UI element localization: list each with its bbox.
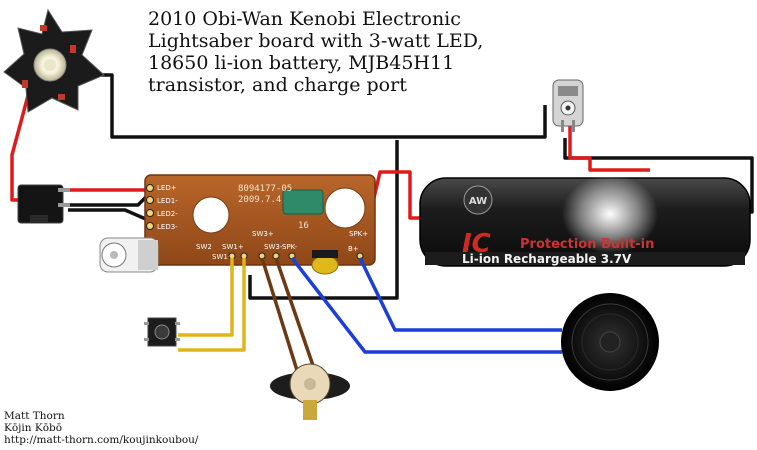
transistor-mjb45h11 [17, 184, 70, 224]
title-line-1: 2010 Obi-Wan Kenobi Electronic [148, 8, 461, 30]
pad-sw2: SW2 [196, 243, 212, 251]
battery-spec: Li-ion Rechargeable 3.7V [462, 252, 632, 266]
sound-switch [270, 363, 350, 420]
pad-spk-minus: SPK- [282, 243, 298, 251]
dc-jack [99, 237, 159, 273]
wire-switch-a [178, 258, 234, 337]
board-model: 8094177-05 [238, 184, 292, 194]
yellow-wires [178, 258, 246, 352]
battery-18650: AW IC Protection Built-in Li-ion Recharg… [419, 174, 751, 267]
pad-led1: LED1- [157, 197, 178, 205]
pad-bat-plus: B+ [348, 245, 359, 253]
pad-sw3-plus: SW3+ [252, 230, 274, 238]
wire-switch-b [178, 258, 246, 352]
title-line-3: 18650 li-ion battery, MJB45H11 [148, 52, 455, 74]
wire-transistor-led1 [68, 193, 150, 207]
diagram-title: 2010 Obi-Wan Kenobi Electronic Lightsabe… [148, 8, 528, 96]
pcb-chip [324, 187, 366, 229]
battery-ic: IC [462, 229, 491, 259]
pad-sw1-plus: SW1+ [222, 243, 244, 251]
star-led [3, 8, 105, 113]
pad-spk-plus: SPK+ [349, 230, 368, 238]
wire-sound-b [274, 257, 320, 381]
lightsaber-pcb: 16 8094177-05 2009.7.4 LED+ LED1- LED2- … [144, 174, 376, 275]
pad-led3: LED3- [157, 223, 178, 231]
blue-wires [290, 256, 562, 354]
capacitor-label: 16 [298, 221, 309, 231]
wire-port-to-battery [568, 126, 650, 172]
pad-sw1-minus: SW1- [212, 253, 231, 261]
speaker [561, 293, 659, 391]
battery-protection: Protection Built-in [520, 237, 654, 252]
pcb-yellow-cap [311, 255, 339, 275]
wire-speaker-minus [290, 256, 562, 354]
charge-port [552, 79, 584, 132]
wire-transistor-led2 [68, 208, 149, 222]
battery-brand: AW [469, 196, 487, 207]
pcb-capacitor [282, 189, 324, 215]
wire-speaker-plus [358, 257, 562, 332]
author-credit: Matt Thorn Kōjin Kōbō http://matt-thorn.… [4, 410, 198, 446]
wire-sound-a [260, 257, 302, 381]
board-date: 2009.7.4 [238, 195, 281, 205]
title-line-2: Lightsaber board with 3-watt LED, [148, 30, 484, 52]
led-pads: LED+ LED1- LED2- LED3- [146, 184, 178, 231]
pcb-mount-hole [192, 196, 230, 234]
brown-wires [260, 257, 320, 381]
credit-url: http://matt-thorn.com/koujinkoubou/ [4, 434, 199, 446]
pad-sw3-minus: SW3- [264, 243, 283, 251]
title-line-4: transistor, and charge port [148, 74, 407, 96]
pad-led-plus: LED+ [157, 184, 177, 192]
credit-author: Matt Thorn [4, 410, 65, 422]
credit-studio: Kōjin Kōbō [4, 422, 63, 434]
battery-shine [562, 174, 658, 254]
pad-led2: LED2- [157, 210, 178, 218]
tactile-switch [144, 317, 180, 347]
